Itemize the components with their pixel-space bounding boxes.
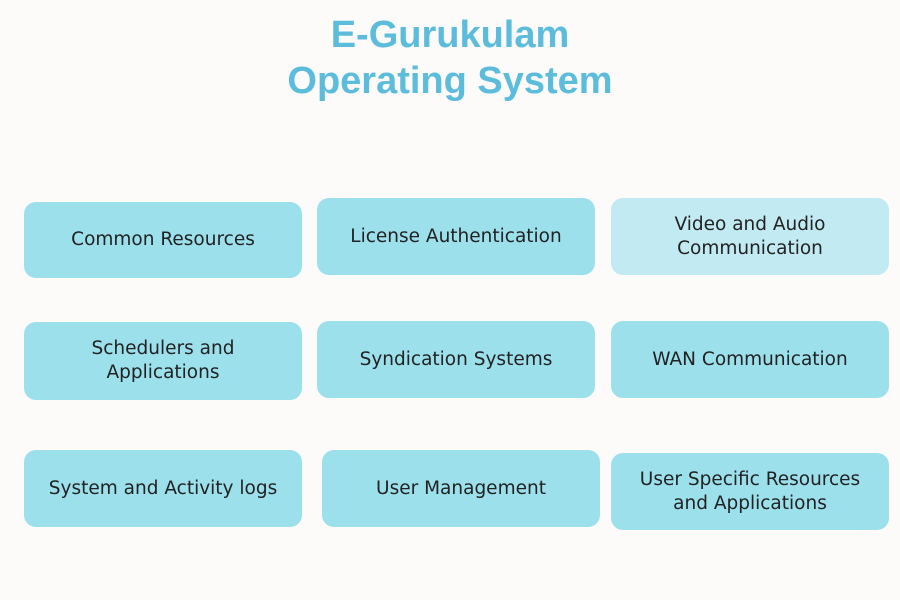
module-label: License Authentication [350, 225, 562, 247]
module-card-video-audio-communication: Video and Audio Communication [611, 198, 889, 275]
module-card-user-management: User Management [322, 450, 600, 527]
module-label: Common Resources [71, 229, 255, 250]
module-card-common-resources: Common Resources [24, 202, 302, 278]
module-label: Schedulers and Applications [91, 338, 235, 383]
module-card-syndication-systems: Syndication Systems [317, 321, 595, 398]
module-label: User Management [376, 477, 546, 499]
diagram-title-line1: E-Gurukulam [330, 14, 570, 56]
module-card-user-specific-resources: User Specific Resources and Applications [611, 453, 889, 530]
diagram-title-line2: Operating System [287, 60, 613, 102]
module-card-schedulers-applications: Schedulers and Applications [24, 322, 302, 400]
module-label: WAN Communication [652, 348, 848, 370]
module-label: User Specific Resources and Applications [639, 468, 861, 514]
module-card-wan-communication: WAN Communication [611, 321, 889, 398]
module-card-license-authentication: License Authentication [317, 198, 595, 275]
module-label: Video and Audio Communication [674, 213, 826, 259]
module-card-system-activity-logs: System and Activity logs [24, 450, 302, 527]
module-label: Syndication Systems [359, 348, 553, 370]
module-label: System and Activity logs [48, 477, 278, 499]
